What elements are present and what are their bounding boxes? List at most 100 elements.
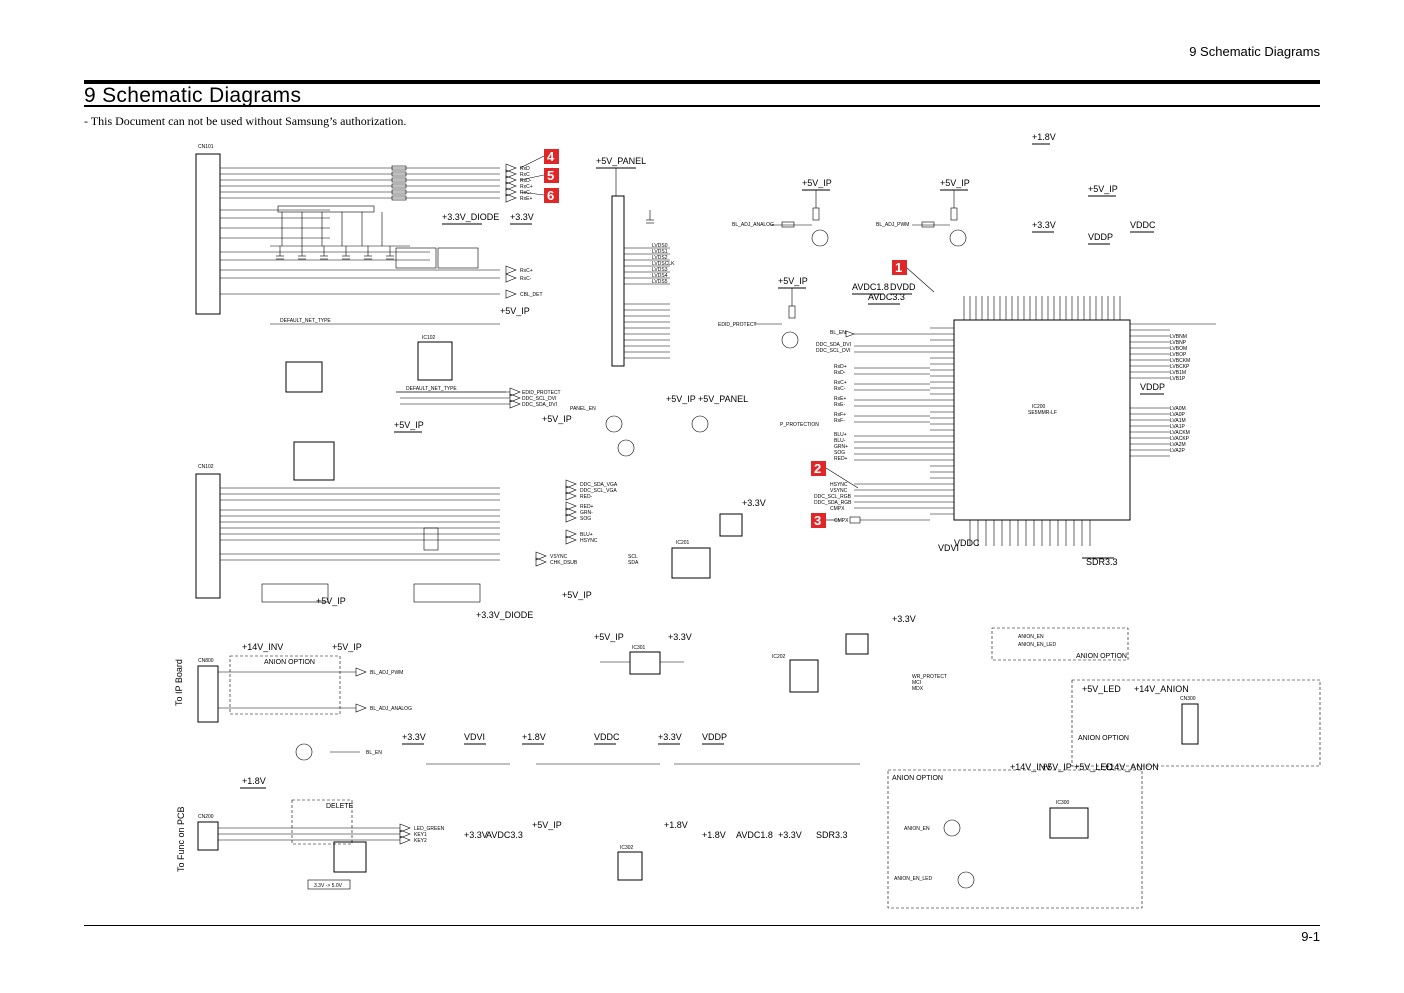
led-green-label: LED_GREEN: [414, 826, 445, 832]
anion-en-led-label: ANION_EN_LED: [1018, 642, 1056, 648]
key1-label: KEY1: [414, 832, 427, 838]
rx-signal-arrows: RxD RxC RxD- RxC+ RxC- RxE+: [505, 163, 533, 203]
vga-connector-block: CN102 +5V_IP +5V_IP DDC_SDA_VGA DDC_SCL_…: [195, 414, 618, 620]
ic200-left-pins: [930, 327, 954, 515]
svg-text:ANION OPTION: ANION OPTION: [1078, 735, 1129, 742]
anion-driver-ic300: [1049, 807, 1089, 839]
page-number: 9-1: [1301, 929, 1320, 944]
panel-connector-block: +5V_PANEL LVDS0 LVDS1 LVDS2 LVDSCLK LVDS…: [596, 156, 675, 367]
svg-text:+1.8V: +1.8V: [664, 820, 688, 830]
rx-label: RxD-: [520, 178, 532, 184]
vga-diode-array: [261, 583, 481, 603]
page-title: 9 Schematic Diagrams: [84, 84, 302, 107]
svg-text:+14V_INV: +14V_INV: [1010, 762, 1051, 772]
rxc-label: RxC-: [520, 276, 532, 282]
rail-label-avdc33: AVDC3.3: [868, 292, 905, 302]
crystal-x100: [423, 527, 439, 551]
to-func-pcb-label: To Func on PCB: [176, 806, 186, 872]
eeprom-ic201-block: IC201 SCL SDA +3.3V: [628, 498, 766, 579]
svg-text:DDC_SDA_DVI: DDC_SDA_DVI: [522, 402, 557, 408]
svg-text:ANION OPTION: ANION OPTION: [892, 775, 943, 782]
diode-zd201: [719, 513, 743, 537]
cap-c436: [646, 210, 654, 224]
svg-text:RxF-: RxF-: [834, 418, 845, 424]
svg-text:ANION_EN_LED: ANION_EN_LED: [894, 876, 932, 882]
svg-text:4: 4: [547, 149, 555, 164]
svg-text:LVB1P: LVB1P: [1170, 376, 1186, 382]
svg-text:LVDS2: LVDS2: [652, 255, 668, 261]
rail-label-33v: +3.3V: [1032, 220, 1056, 230]
rail-label-5v-ip: +5V_IP: [1088, 184, 1118, 194]
rx-label: RxC: [520, 172, 530, 178]
ip-board-connector: [197, 665, 219, 723]
svg-text:RED+: RED+: [834, 456, 848, 462]
svg-text:GRN+: GRN+: [834, 444, 848, 450]
svg-text:LVDS4: LVDS4: [652, 273, 668, 279]
rxc-label: RxC+: [520, 268, 533, 274]
svg-text:RxE-: RxE-: [834, 402, 845, 408]
svg-text:ANION OPTION: ANION OPTION: [264, 659, 315, 666]
rail-label-33v: +3.3V: [510, 212, 534, 222]
svg-text:6: 6: [547, 188, 554, 203]
key2-label: KEY2: [414, 838, 427, 844]
svg-text:VDDP: VDDP: [702, 732, 727, 742]
rail-label-5v-led: +5V_LED: [1082, 684, 1121, 694]
diode-bridge-zd101: [293, 441, 335, 481]
ic200-top-pins: [963, 296, 1121, 320]
svg-text:LVDS5: LVDS5: [652, 279, 668, 285]
svg-text:LVDSCLK: LVDSCLK: [652, 261, 675, 267]
rail-label-5v-ip: +5V_IP: [316, 596, 346, 606]
svg-text:IC300: IC300: [1056, 800, 1070, 806]
rail-label-5v-panel: +5V_PANEL: [596, 156, 646, 166]
svg-text:LVA1P: LVA1P: [1170, 424, 1185, 430]
svg-text:RxF+: RxF+: [834, 412, 846, 418]
svg-text:CMPX: CMPX: [830, 506, 845, 512]
svg-text:HSYNC: HSYNC: [580, 538, 598, 544]
svg-text:3.3V -> 5.0V: 3.3V -> 5.0V: [314, 883, 343, 889]
anion-option-box-1: [229, 655, 341, 715]
svg-text:DDC_SCL_VGA: DDC_SCL_VGA: [580, 488, 617, 494]
rail-label-33v-diode: +3.3V_DIODE: [442, 212, 499, 222]
svg-text:LVDS0: LVDS0: [652, 243, 668, 249]
svg-text:+3.3V: +3.3V: [402, 732, 426, 742]
svg-text:SOG: SOG: [580, 516, 591, 522]
svg-text:LVDS3: LVDS3: [652, 267, 668, 273]
svg-text:+5V_IP: +5V_IP: [1042, 762, 1072, 772]
svg-text:EDID_PROTECT: EDID_PROTECT: [718, 322, 757, 328]
bl-adj-pwm-block: +5V_IP BL_ADJ_PWM: [876, 178, 970, 247]
func-pcb-connector: [197, 821, 219, 851]
panel-en-label: PANEL_EN: [570, 406, 596, 412]
panel-connector: [611, 195, 625, 367]
rail-label-avdc18: AVDC1.8: [852, 282, 889, 292]
title-rule-bottom: [84, 105, 1320, 107]
svg-text:RED-: RED-: [580, 494, 593, 500]
rx-label: RxE+: [520, 196, 532, 202]
rail-label-vddp-right: VDDP: [1140, 382, 1165, 392]
rail-label-5v-ip: +5V_IP: [940, 178, 970, 188]
edid-protect-transistor: +5V_IP EDID_PROTECT: [718, 276, 808, 349]
connector-label-cn102: CN102: [198, 464, 214, 470]
to-ip-board-label: To IP Board: [174, 659, 184, 706]
svg-text:SE5MMR-LF: SE5MMR-LF: [1028, 410, 1057, 416]
svg-text:BL_ADJ_PWM: BL_ADJ_PWM: [370, 670, 403, 676]
mdx-label: CMPX: [834, 518, 849, 524]
eeprom-ic102: IC102: [417, 335, 453, 381]
svg-text:RED+: RED+: [580, 504, 594, 510]
rail-label-5v-ip: +5V_IP: [666, 394, 696, 404]
svg-text:BL_EN: BL_EN: [366, 750, 382, 756]
rail-label-33v: +3.3V: [742, 498, 766, 508]
svg-text:BL_ADJ_ANALOG: BL_ADJ_ANALOG: [370, 706, 412, 712]
bl-adj-analog-label: BL_ADJ_ANALOG: [732, 222, 774, 228]
svg-text:DDC_SCL_DVI: DDC_SCL_DVI: [522, 396, 556, 402]
diode-zd202b: [845, 633, 869, 655]
svg-text:IC201: IC201: [676, 540, 690, 546]
page-section-header: 9 Schematic Diagrams: [1189, 44, 1320, 59]
title-rule-top: [84, 80, 1320, 84]
rx-label: RxD: [520, 166, 530, 172]
default-net-label: DEFAULT_NET_TYPE: [406, 386, 457, 392]
anion-connector-block: +5V_LED +14V_ANION CN300 ANION OPTION: [1071, 679, 1321, 767]
vga-connector: [195, 473, 221, 599]
rail-label-14v-inv: +14V_INV: [242, 642, 283, 652]
svg-text:LVBCKM: LVBCKM: [1170, 358, 1190, 364]
svg-text:+3.3V: +3.3V: [464, 830, 488, 840]
